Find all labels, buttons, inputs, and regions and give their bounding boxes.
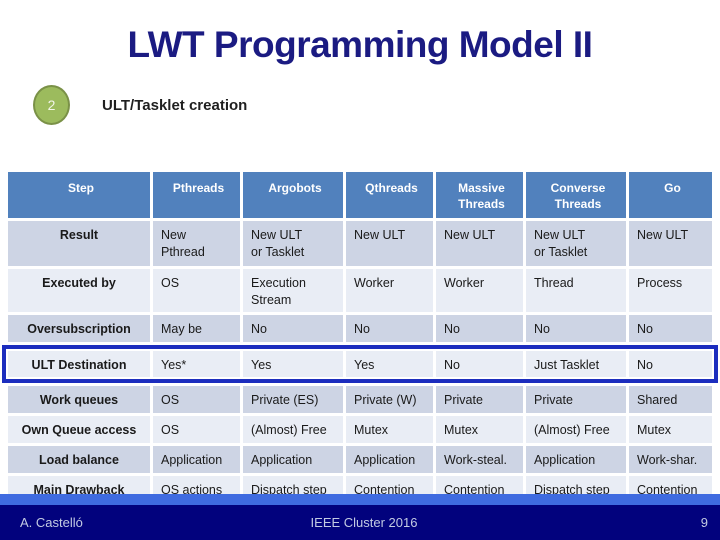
table-cell: Execution Stream <box>243 269 343 312</box>
table-cell: No <box>436 351 523 377</box>
table-cell: New ULT or Tasklet <box>526 221 626 266</box>
table-cell: New Pthread <box>153 221 240 266</box>
column-header: Pthreads <box>153 172 240 218</box>
table-cell: Work-shar. <box>629 446 712 473</box>
column-header: Qthreads <box>346 172 433 218</box>
table-cell: No <box>243 315 343 342</box>
table-cell: (Almost) Free <box>243 416 343 443</box>
bullet-number: 2 <box>47 97 56 113</box>
table-cell: No <box>629 315 712 342</box>
table-cell: Mutex <box>629 416 712 443</box>
table-cell: New ULT <box>346 221 433 266</box>
column-header: Argobots <box>243 172 343 218</box>
slide-title: LWT Programming Model II <box>127 24 593 65</box>
column-header: Converse Threads <box>526 172 626 218</box>
table-cell: Yes* <box>153 351 240 377</box>
table-cell: (Almost) Free <box>526 416 626 443</box>
row-label: Oversubscription <box>8 315 150 342</box>
table-cell: Worker <box>436 269 523 312</box>
table-cell: Shared <box>629 386 712 413</box>
table-cell: Just Tasklet <box>526 351 626 377</box>
table-cell: Thread <box>526 269 626 312</box>
table-cell: May be <box>153 315 240 342</box>
footer: A. Castelló IEEE Cluster 2016 9 <box>0 505 720 540</box>
bullet-number-badge: 2 <box>33 85 70 125</box>
column-header: Massive Threads <box>436 172 523 218</box>
table-cell: Mutex <box>436 416 523 443</box>
table-cell: No <box>346 315 433 342</box>
bullet-label: ULT/Tasklet creation <box>102 96 248 114</box>
table-cell: Private <box>436 386 523 413</box>
table-cell: Application <box>243 446 343 473</box>
table-cell: Process <box>629 269 712 312</box>
table-cell: Yes <box>243 351 343 377</box>
table-cell: OS <box>153 416 240 443</box>
table-cell: Private (W) <box>346 386 433 413</box>
row-label: Load balance <box>8 446 150 473</box>
table-cell: Application <box>346 446 433 473</box>
row-label: Result <box>8 221 150 266</box>
footer-conference: IEEE Cluster 2016 <box>310 515 418 530</box>
column-header: Go <box>629 172 712 218</box>
table-cell: New ULT <box>436 221 523 266</box>
table-cell: Work-steal. <box>436 446 523 473</box>
row-label: ULT Destination <box>8 351 150 377</box>
row-label: Own Queue access <box>8 416 150 443</box>
row-label: Work queues <box>8 386 150 413</box>
footer-author: A. Castelló <box>20 515 83 530</box>
table-cell: New ULT <box>629 221 712 266</box>
table-cell: New ULT or Tasklet <box>243 221 343 266</box>
table-cell: Application <box>153 446 240 473</box>
column-header: Step <box>8 172 150 218</box>
table-cell: Mutex <box>346 416 433 443</box>
footer-accent-strip <box>0 494 720 505</box>
row-label: Executed by <box>8 269 150 312</box>
table-cell: OS <box>153 269 240 312</box>
table-cell: Worker <box>346 269 433 312</box>
table-cell: No <box>436 315 523 342</box>
table-cell: Private (ES) <box>243 386 343 413</box>
table-cell: Yes <box>346 351 433 377</box>
table-cell: Private <box>526 386 626 413</box>
footer-page-number: 9 <box>700 515 709 530</box>
table-cell: No <box>629 351 712 377</box>
table-cell: No <box>526 315 626 342</box>
table-cell: OS <box>153 386 240 413</box>
table-cell: Application <box>526 446 626 473</box>
bullet-item: 2 ULT/Tasklet creation <box>33 85 247 125</box>
